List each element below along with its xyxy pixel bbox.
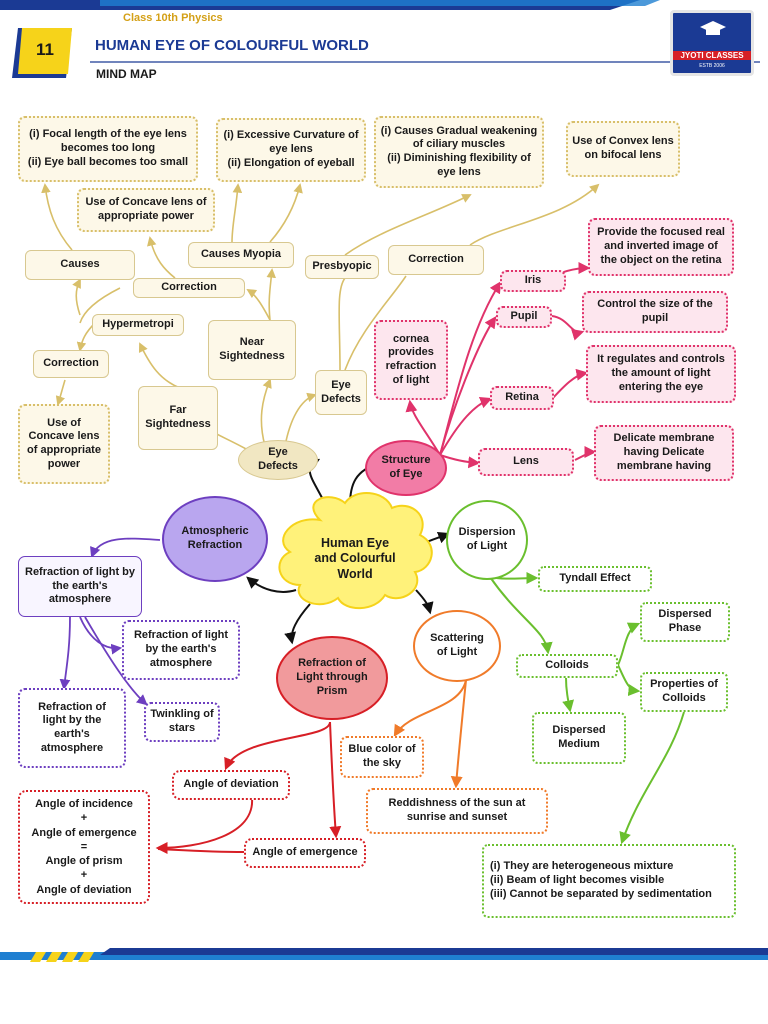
blue-sky-node: Blue color of the sky — [340, 736, 424, 778]
presbyopic-node: Presbyopic — [305, 255, 379, 279]
center-topic: Human Eye and Colourful World — [314, 535, 396, 581]
correction-node-left: Correction — [33, 350, 109, 378]
prism-refraction-root: Refraction of Light through Prism — [276, 636, 388, 720]
connector-center-scattering — [415, 589, 434, 615]
hypermetropia-causes: (i) Focal length of the eye lens becomes… — [18, 116, 198, 182]
header-top-accent — [100, 0, 660, 6]
class-label: Class 10th Physics — [123, 12, 223, 24]
graduation-cap-icon — [700, 21, 726, 37]
hypermetropia-correction-lens: Use of Concave lens of appropriate power — [18, 404, 110, 484]
eye-defects-root: Eye Defects — [238, 440, 318, 480]
atmospheric-refraction-root: Atmospheric Refraction — [162, 496, 268, 582]
atmospheric-refraction-node-1: Refraction of light by the earth's atmos… — [18, 556, 142, 617]
footer-dash-2 — [46, 952, 62, 962]
dispersion-of-light-root: Dispersion of Light — [446, 500, 528, 580]
center-cloud — [278, 491, 433, 610]
colloid-properties-list: (i) They are heterogeneous mixture (ii) … — [482, 844, 736, 918]
angle-of-emergence-node: Angle of emergence — [244, 838, 366, 868]
chapter-number: 11 — [36, 40, 54, 59]
retina-node: Retina — [490, 386, 554, 410]
presbyopia-correction: Use of Convex lens on bifocal lens — [566, 121, 680, 177]
footer-dash-1 — [30, 952, 46, 962]
connector-center-atmospheric — [246, 576, 297, 593]
angle-of-deviation-node: Angle of deviation — [172, 770, 290, 800]
chapter-badge — [18, 28, 72, 74]
twinkling-of-stars-node: Twinkling of stars — [144, 702, 220, 742]
far-sightedness-node: Far Sightedness — [138, 386, 218, 450]
logo-established: ESTB 2006 — [699, 63, 725, 69]
footer-dash-3 — [62, 952, 78, 962]
mind-map-subtitle: MIND MAP — [96, 67, 157, 81]
scattering-of-light-root: Scattering of Light — [413, 610, 501, 682]
iris-node: Iris — [500, 270, 566, 292]
logo-text: JYOTI CLASSES — [673, 51, 751, 60]
footer-dash-4 — [78, 952, 94, 962]
dispersed-medium-node: Dispersed Medium — [532, 712, 626, 764]
myopia-causes: (i) Excessive Curvature of eye lens (ii)… — [216, 118, 366, 182]
lens-node: Lens — [478, 448, 574, 476]
reddish-sun-node: Reddishness of the sun at sunrise and su… — [366, 788, 548, 834]
near-sightedness-node: Near Sightedness — [208, 320, 296, 380]
lens-description: Delicate membrane having Delicate membra… — [594, 425, 734, 481]
causes-node: Causes — [25, 250, 135, 280]
correction-node-mid: Correction — [133, 278, 245, 298]
causes-myopia-node: Causes Myopia — [188, 242, 294, 268]
cornea-node: cornea provides refraction of light — [374, 320, 448, 400]
brand-logo: JYOTI CLASSES ESTB 2006 — [670, 10, 754, 76]
atmospheric-refraction-node-2: Refraction of light by the earth's atmos… — [122, 620, 240, 680]
hypermetropia-concave-lens: Use of Concave lens of appropriate power — [77, 188, 215, 232]
iris-description: Provide the focused real and inverted im… — [588, 218, 734, 276]
pupil-description: Control the size of the pupil — [582, 291, 728, 333]
tyndall-effect-node: Tyndall Effect — [538, 566, 652, 592]
pupil-node: Pupil — [496, 306, 552, 328]
dispersed-phase-node: Dispersed Phase — [640, 602, 730, 642]
connector-center-prism — [284, 603, 311, 645]
atmospheric-refraction-node-3: Refraction of light by the earth's atmos… — [18, 688, 126, 768]
footer-accent — [100, 948, 768, 955]
hypermetropi-node: Hypermetropi — [92, 314, 184, 336]
correction-node-right: Correction — [388, 245, 484, 275]
eye-defects-node: Eye Defects — [315, 370, 367, 415]
retina-description: It regulates and controls the amount of … — [586, 345, 736, 403]
properties-of-colloids-node: Properties of Colloids — [640, 672, 728, 712]
prism-formula: Angle of incidence + Angle of emergence … — [18, 790, 150, 904]
chapter-title: HUMAN EYE OF COLOURFUL WORLD — [95, 37, 369, 54]
colloids-node: Colloids — [516, 654, 618, 678]
structure-of-eye-root: Structure of Eye — [365, 440, 447, 496]
presbyopia-causes: (i) Causes Gradual weakening of ciliary … — [374, 116, 544, 188]
